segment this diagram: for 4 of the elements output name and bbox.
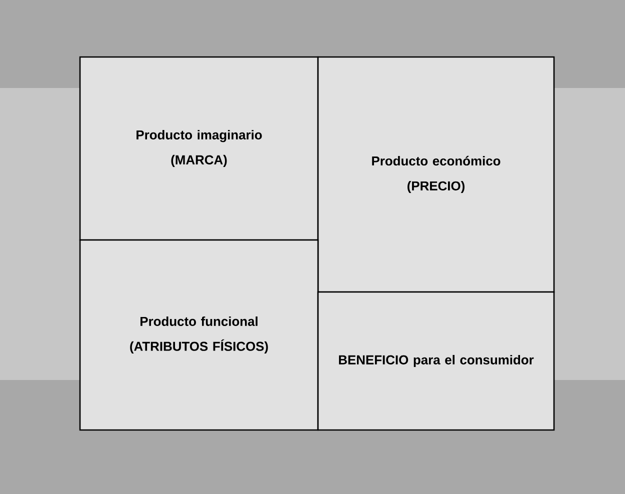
text-box: BENEFICIO para el consumidor	[317, 291, 555, 431]
text-box: Producto funcional (ATRIBUTOS FÍSICOS)	[79, 239, 319, 431]
text-box: Producto imaginario (MARCA)	[79, 56, 319, 241]
text-box: Producto económico (PRECIO)	[317, 56, 555, 293]
